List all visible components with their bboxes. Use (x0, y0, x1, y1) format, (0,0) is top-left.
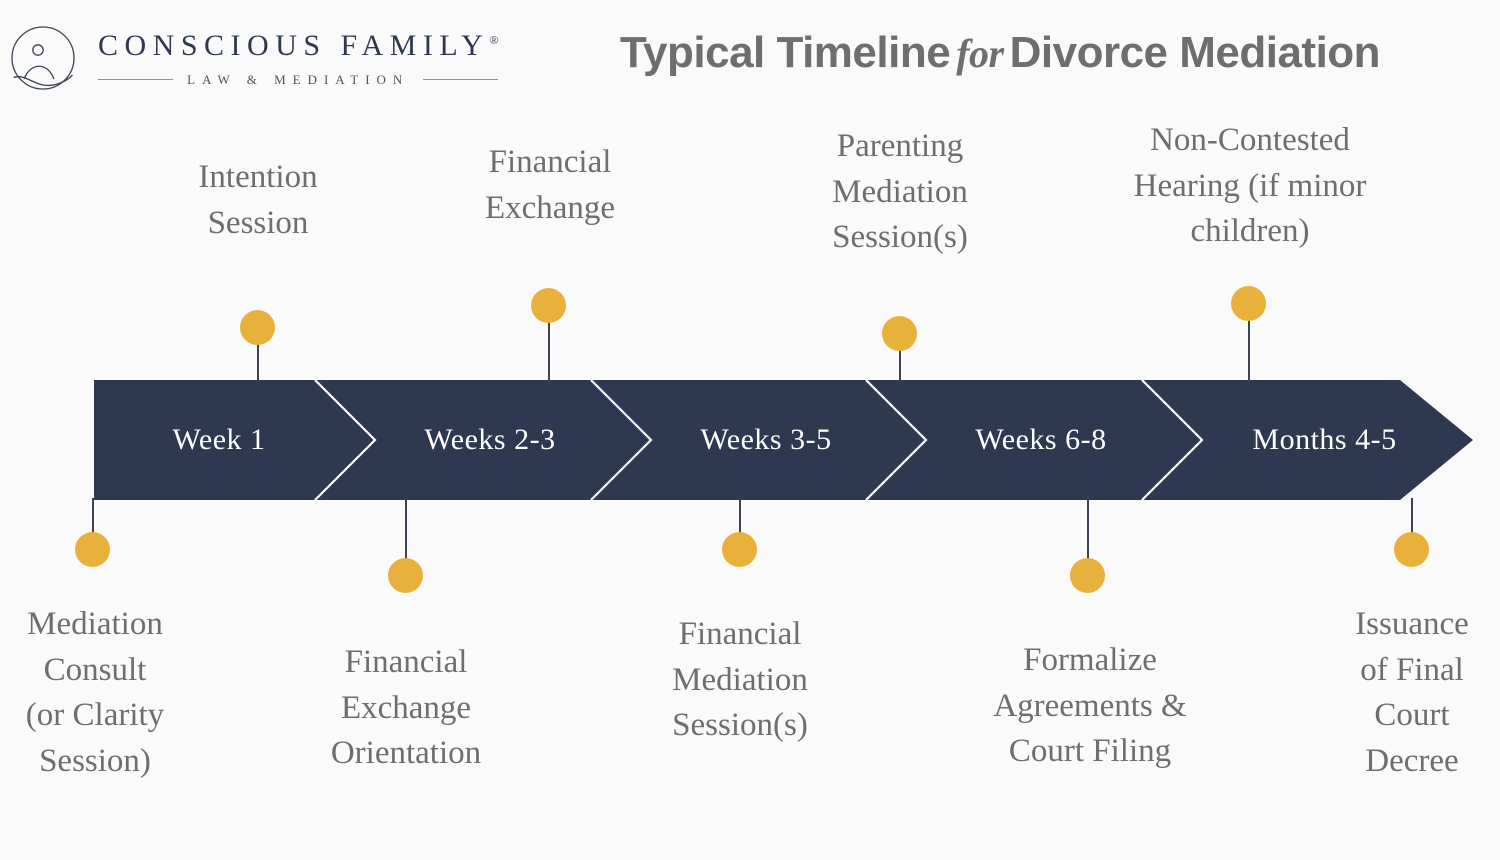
divider-2 (590, 379, 653, 501)
segment-label-weeks-2-3: Weeks 2-3 (424, 423, 556, 456)
milestone-label: Non-Contested Hearing (if minor children… (1133, 122, 1367, 250)
connector-line (1411, 498, 1413, 534)
milestone-label: Mediation Consult (or Clarity Session) (25, 606, 165, 779)
segment-label-months-4-5: Months 4-5 (1252, 423, 1397, 456)
milestone-dot[interactable] (388, 558, 423, 593)
arrow-body (94, 380, 1473, 500)
brand-name: CONSCIOUS FAMILY® (98, 29, 498, 63)
milestone-label: Issuance of Final Court Decree (1355, 606, 1469, 779)
milestone-label: Parenting Mediation Session(s) (832, 128, 968, 256)
connector-line (257, 344, 259, 382)
milestone-label: Intention Session (198, 159, 318, 241)
brand-tagline: LAW & MEDIATION (187, 71, 410, 87)
title-part-2: Divorce Mediation (1009, 28, 1381, 77)
brand-tagline-row: LAW & MEDIATION (98, 71, 499, 88)
milestone-dot[interactable] (531, 288, 566, 323)
page-header: CONSCIOUS FAMILY® LAW & MEDIATION Typica… (0, 0, 1500, 110)
connector-line (739, 498, 741, 534)
segment-label-week-1: Week 1 (172, 423, 266, 456)
brand-logo: CONSCIOUS FAMILY® LAW & MEDIATION (10, 18, 499, 98)
connector-line (548, 322, 550, 382)
milestone-dot[interactable] (882, 316, 917, 351)
milestone-label: Formalize Agreements & Court Filing (993, 642, 1187, 770)
connector-line (1087, 498, 1089, 560)
brand-name-text: CONSCIOUS FAMILY (98, 28, 490, 62)
connector-line (405, 498, 407, 560)
segment-label-weeks-3-5: Weeks 3-5 (700, 423, 832, 456)
milestone-dot[interactable] (1070, 558, 1105, 593)
milestone-dot[interactable] (1231, 286, 1266, 321)
connector-line (92, 498, 94, 534)
connector-line (1248, 320, 1250, 382)
divider-3 (865, 379, 928, 501)
milestone-dot[interactable] (1394, 532, 1429, 567)
milestone-label: Financial Exchange (484, 144, 616, 226)
divider-1 (314, 379, 377, 501)
milestone-dot[interactable] (722, 532, 757, 567)
milestone-label: Financial Mediation Session(s) (672, 616, 808, 744)
divider-right (423, 79, 499, 80)
segment-label-weeks-6-8: Weeks 6-8 (975, 423, 1107, 456)
milestone-dot[interactable] (240, 310, 275, 345)
registered-mark: ® (489, 32, 499, 47)
connector-line (899, 350, 901, 382)
title-part-1: Typical Timeline (619, 28, 951, 77)
segment-dividers (314, 379, 1204, 501)
milestone-label: Financial Exchange Orientation (330, 644, 482, 772)
milestone-dot[interactable] (75, 532, 110, 567)
divider-4 (1141, 379, 1204, 501)
divider-left (98, 79, 174, 80)
circle-sun-hills-logo-icon (11, 26, 75, 90)
title-script-word: for (956, 31, 1004, 76)
